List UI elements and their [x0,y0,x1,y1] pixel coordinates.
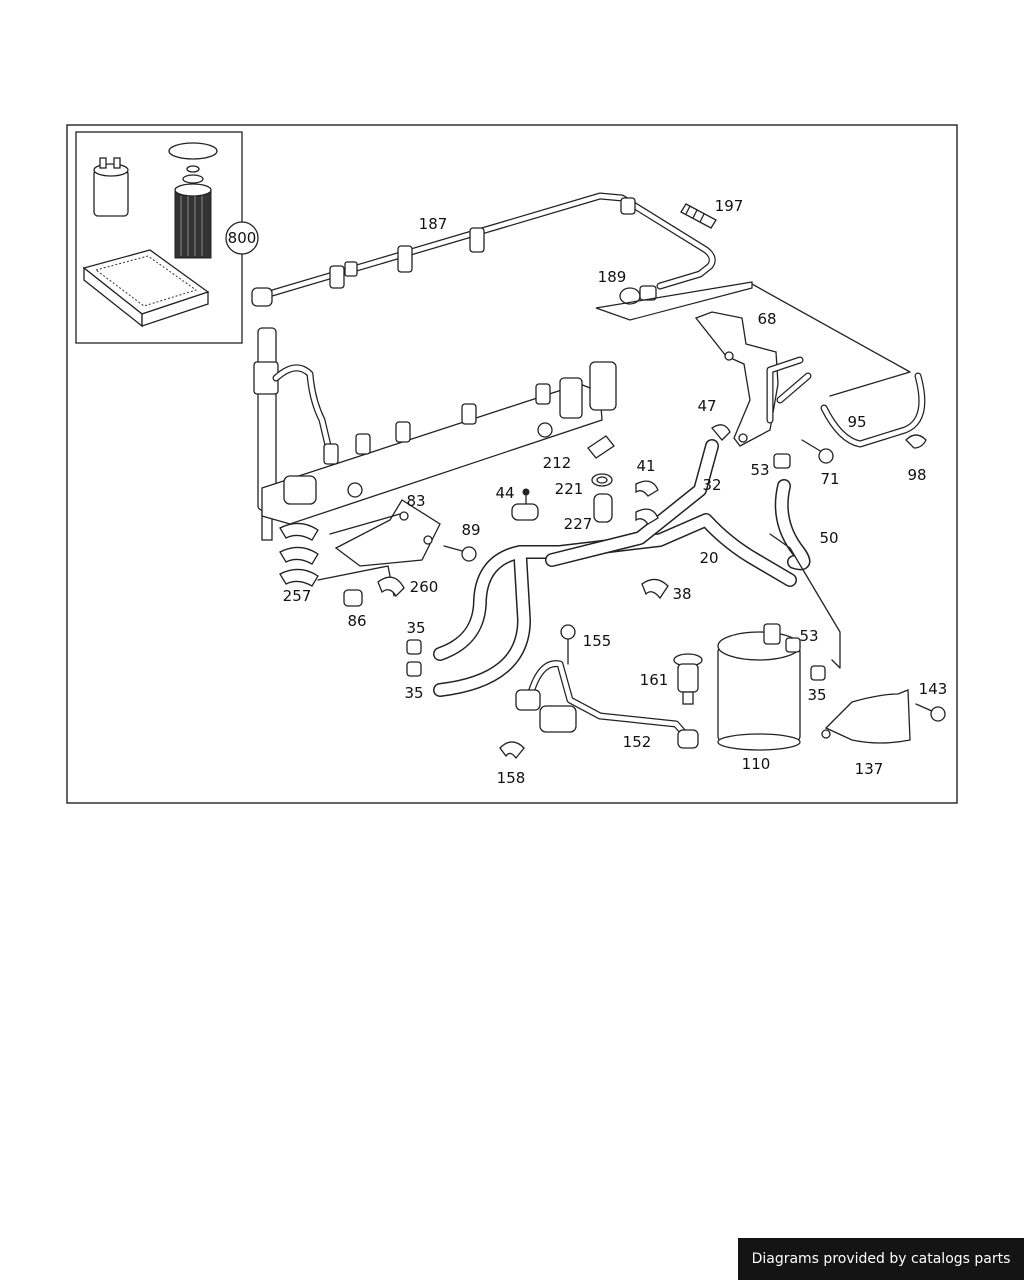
clips-41 [635,480,659,525]
common-rail-icon [261,361,617,525]
label-98: 98 [907,466,926,484]
label-47: 47 [697,397,716,415]
bracket-68-assembly [694,283,926,448]
callout-800-circle [225,221,259,255]
bolt-143-icon [915,703,946,722]
label-800: 800 [228,229,257,247]
credit-text: Diagrams provided by catalogs parts [751,1251,1011,1267]
valve-44-icon [511,488,539,521]
strap-137-icon [821,689,911,744]
bolt-71-icon [801,439,834,464]
clips-257 [279,522,319,587]
label-71: 71 [820,470,839,488]
sensor-161-icon [673,653,703,705]
fuel-hoses [433,439,841,697]
air-filter-icon [82,249,210,328]
label-155: 155 [583,632,612,650]
label-197: 197 [715,197,744,215]
return-line-187 [251,192,716,307]
clamp-53-upper-icon [773,453,791,469]
bolt-89-icon [443,545,477,562]
clamp-158-icon [499,741,525,760]
label-68: 68 [757,310,776,328]
clamp-98-icon [905,434,927,449]
label-152: 152 [623,733,652,751]
label-158: 158 [497,769,526,787]
label-44: 44 [495,484,514,502]
label-89: 89 [461,521,480,539]
connector-189-icon [595,281,753,321]
label-20: 20 [699,549,718,567]
label-212: 212 [543,454,572,472]
label-257: 257 [283,587,312,605]
clip-38-icon [641,578,669,600]
label-187: 187 [419,215,448,233]
bolt-155-icon [560,624,576,665]
label-32: 32 [702,476,721,494]
clip-260-icon [377,576,405,598]
label-137: 137 [855,760,884,778]
pipe-152-icon [515,660,699,749]
fuel-filter-small-icon [93,157,129,217]
fuel-filter-110-icon [717,623,801,751]
label-221: 221 [555,480,584,498]
label-95: 95 [847,413,866,431]
plug-197-icon [680,203,717,229]
label-35-c: 35 [807,686,826,704]
bracket-83-icon [317,499,441,597]
injector-icon [253,327,334,541]
label-260: 260 [410,578,439,596]
clamps-35 [406,639,826,681]
label-41: 41 [636,457,655,475]
label-35-b: 35 [404,684,423,702]
label-227: 227 [564,515,593,533]
label-161: 161 [640,671,669,689]
label-143: 143 [919,680,948,698]
label-53-upper: 53 [750,461,769,479]
label-189: 189 [598,268,627,286]
clamp-47-icon [711,424,731,441]
filter-element-icon [168,142,218,259]
label-50: 50 [819,529,838,547]
label-53-lower: 53 [799,627,818,645]
label-83: 83 [406,492,425,510]
diagram-credit-banner: Diagrams provided by catalogs parts [738,1238,1024,1280]
diagram-frame [66,124,958,804]
label-110: 110 [742,755,771,773]
fittings-212-221-227 [587,435,615,523]
clip-86-icon [343,589,363,607]
label-86: 86 [347,612,366,630]
label-35-a: 35 [406,619,425,637]
label-38: 38 [672,585,691,603]
